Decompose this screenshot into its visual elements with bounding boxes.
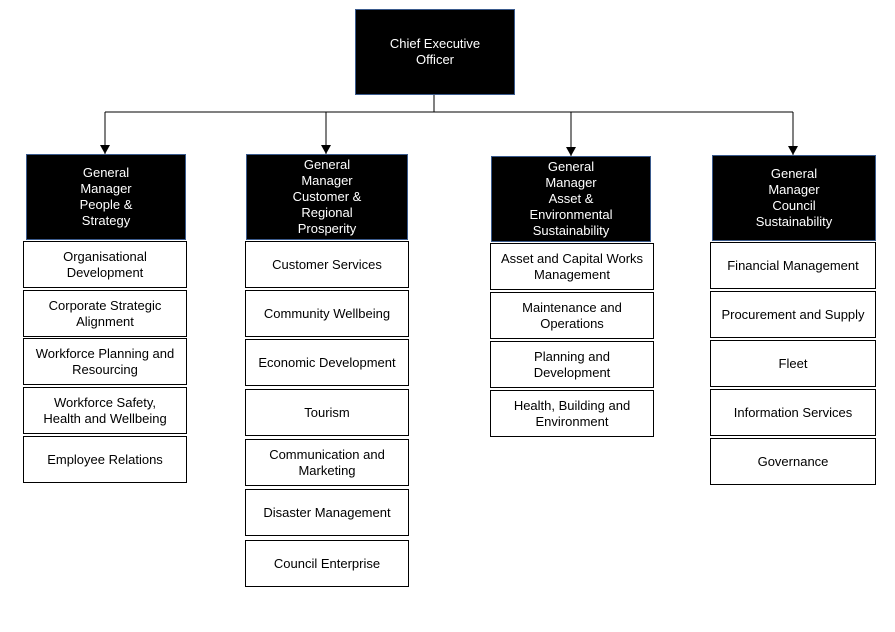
- unit-organisational-development: Organisational Development: [23, 241, 187, 288]
- unit-economic-development: Economic Development: [245, 339, 409, 386]
- unit-fleet: Fleet: [710, 340, 876, 387]
- unit-disaster-management: Disaster Management: [245, 489, 409, 536]
- ceo-box: Chief Executive Officer: [355, 9, 515, 95]
- unit-information-services: Information Services: [710, 389, 876, 436]
- unit-corporate-strategic-alignment: Corporate Strategic Alignment: [23, 290, 187, 337]
- gm-customer-prosperity-box: General Manager Customer & Regional Pros…: [246, 154, 408, 240]
- unit-governance: Governance: [710, 438, 876, 485]
- unit-financial-management: Financial Management: [710, 242, 876, 289]
- unit-maintenance-operations: Maintenance and Operations: [490, 292, 654, 339]
- unit-employee-relations: Employee Relations: [23, 436, 187, 483]
- unit-planning-development: Planning and Development: [490, 341, 654, 388]
- unit-health-building-environment: Health, Building and Environment: [490, 390, 654, 437]
- unit-tourism: Tourism: [245, 389, 409, 436]
- unit-asset-capital-works: Asset and Capital Works Management: [490, 243, 654, 290]
- unit-workforce-planning: Workforce Planning and Resourcing: [23, 338, 187, 385]
- gm-people-strategy-box: General Manager People & Strategy: [26, 154, 186, 240]
- unit-procurement-supply: Procurement and Supply: [710, 291, 876, 338]
- unit-communication-marketing: Communication and Marketing: [245, 439, 409, 486]
- gm-asset-environment-box: General Manager Asset & Environmental Su…: [491, 156, 651, 242]
- unit-customer-services: Customer Services: [245, 241, 409, 288]
- unit-council-enterprise: Council Enterprise: [245, 540, 409, 587]
- gm-council-sustainability-box: General Manager Council Sustainability: [712, 155, 876, 241]
- unit-workforce-safety: Workforce Safety, Health and Wellbeing: [23, 387, 187, 434]
- unit-community-wellbeing: Community Wellbeing: [245, 290, 409, 337]
